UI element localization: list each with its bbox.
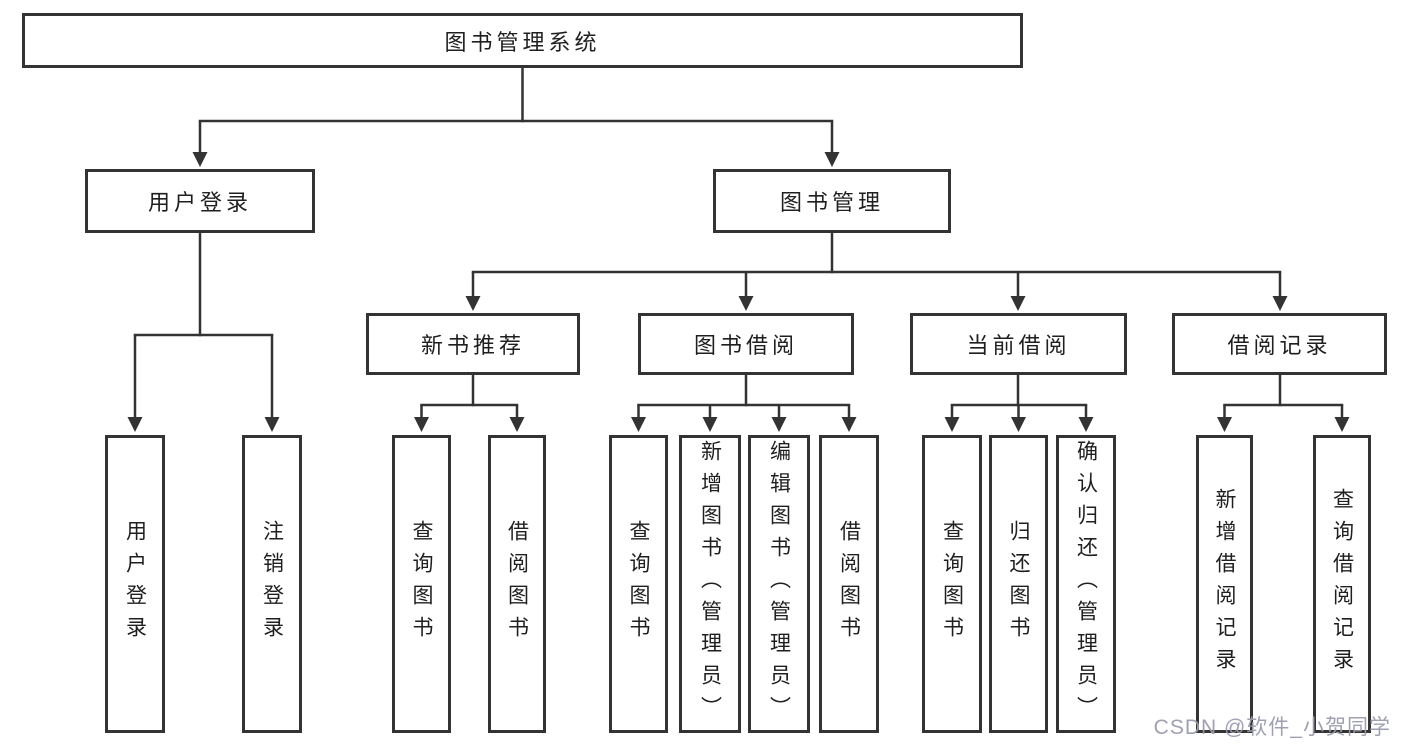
leaf-borrowing-add-books-admin: 新增图书（管理员） bbox=[679, 435, 741, 733]
node-library-management-system: 图书管理系统 bbox=[22, 13, 1023, 68]
leaf-records-query-record: 查询借阅记录 bbox=[1313, 435, 1371, 733]
leaf-current-confirm-return-admin: 确认归还（管理员） bbox=[1056, 435, 1116, 733]
leaf-logout: 注销登录 bbox=[242, 435, 302, 733]
node-book-borrowing: 图书借阅 bbox=[638, 313, 854, 375]
leaf-newrec-borrow-books: 借阅图书 bbox=[488, 435, 546, 733]
leaf-records-add-record: 新增借阅记录 bbox=[1196, 435, 1253, 733]
leaf-current-query-books: 查询图书 bbox=[922, 435, 982, 733]
node-borrowing-records: 借阅记录 bbox=[1172, 313, 1387, 375]
leaf-user-login: 用户登录 bbox=[105, 435, 165, 733]
watermark: CSDN @软件_小贺同学 bbox=[1153, 716, 1391, 739]
leaf-borrowing-borrow-books: 借阅图书 bbox=[819, 435, 879, 733]
node-new-book-recommendation: 新书推荐 bbox=[366, 313, 580, 375]
node-current-borrowing: 当前借阅 bbox=[910, 313, 1127, 375]
leaf-current-return-books: 归还图书 bbox=[989, 435, 1048, 733]
leaf-newrec-query-books: 查询图书 bbox=[392, 435, 451, 733]
node-book-management: 图书管理 bbox=[713, 169, 951, 233]
connector-arrow-lines bbox=[127, 121, 1350, 432]
leaf-borrowing-edit-books-admin: 编辑图书（管理员） bbox=[748, 435, 810, 733]
connector-trunk-lines bbox=[133, 66, 1344, 407]
leaf-borrowing-query-books: 查询图书 bbox=[609, 435, 668, 733]
node-user-login: 用户登录 bbox=[85, 169, 315, 233]
